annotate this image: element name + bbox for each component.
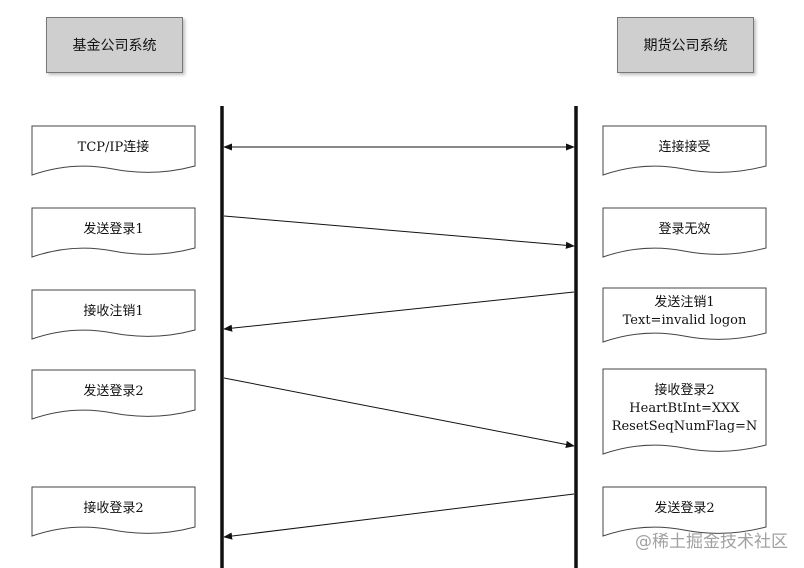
message-arrow-logon-1: [223, 215, 575, 249]
message-arrow-logon-2: [223, 377, 575, 448]
doc-left-send-logon-1: 发送登录1: [31, 207, 196, 260]
doc-right-connect-accept-text: 连接接受: [658, 139, 711, 155]
doc-left-send-logon-2: 发送登录2: [31, 369, 196, 422]
doc-right-send-logout-1-detail: Text=invalid logon: [622, 313, 747, 328]
doc-left-receive-logon-2: 接收登录2: [31, 486, 196, 539]
doc-right-receive-logon-2-reset-flag: ResetSeqNumFlag=N: [611, 418, 758, 434]
header-futures-system: 期货公司系统: [617, 17, 754, 73]
doc-left-send-logon-2-text: 发送登录2: [83, 383, 144, 399]
doc-right-send-logon-2-text: 发送登录2: [654, 500, 715, 516]
doc-left-tcp-connect: TCP/IP连接: [31, 125, 196, 178]
header-fund-system-label: 基金公司系统: [72, 38, 157, 54]
message-arrow-logout-1: [223, 291, 575, 332]
doc-right-receive-logon-2-title: 接收登录2: [654, 382, 715, 398]
watermark: @稀土掘金技术社区: [635, 532, 788, 552]
message-arrow-logon-2-reply: [223, 493, 575, 540]
doc-right-receive-logon-2: 接收登录2 HeartBtInt=XXX ResetSeqNumFlag=N: [602, 368, 767, 457]
doc-right-receive-logon-2-heartbeat: HeartBtInt=XXX: [629, 400, 740, 416]
doc-left-receive-logout-1: 接收注销1: [31, 289, 196, 342]
doc-right-logon-invalid: 登录无效: [602, 207, 767, 260]
doc-right-send-logout-1-title: 发送注销1: [654, 295, 715, 310]
doc-right-logon-invalid-text: 登录无效: [658, 221, 711, 237]
header-futures-system-label: 期货公司系统: [643, 38, 728, 54]
doc-left-tcp-connect-text: TCP/IP连接: [77, 139, 150, 155]
doc-right-send-logon-2: 发送登录2: [602, 486, 767, 539]
doc-left-receive-logon-2-text: 接收登录2: [83, 500, 144, 516]
doc-right-connect-accept: 连接接受: [602, 125, 767, 178]
header-fund-system: 基金公司系统: [46, 17, 183, 73]
doc-left-send-logon-1-text: 发送登录1: [83, 221, 144, 237]
doc-left-receive-logout-1-text: 接收注销1: [83, 303, 144, 319]
doc-right-send-logout-1: 发送注销1 Text=invalid logon: [602, 287, 767, 345]
